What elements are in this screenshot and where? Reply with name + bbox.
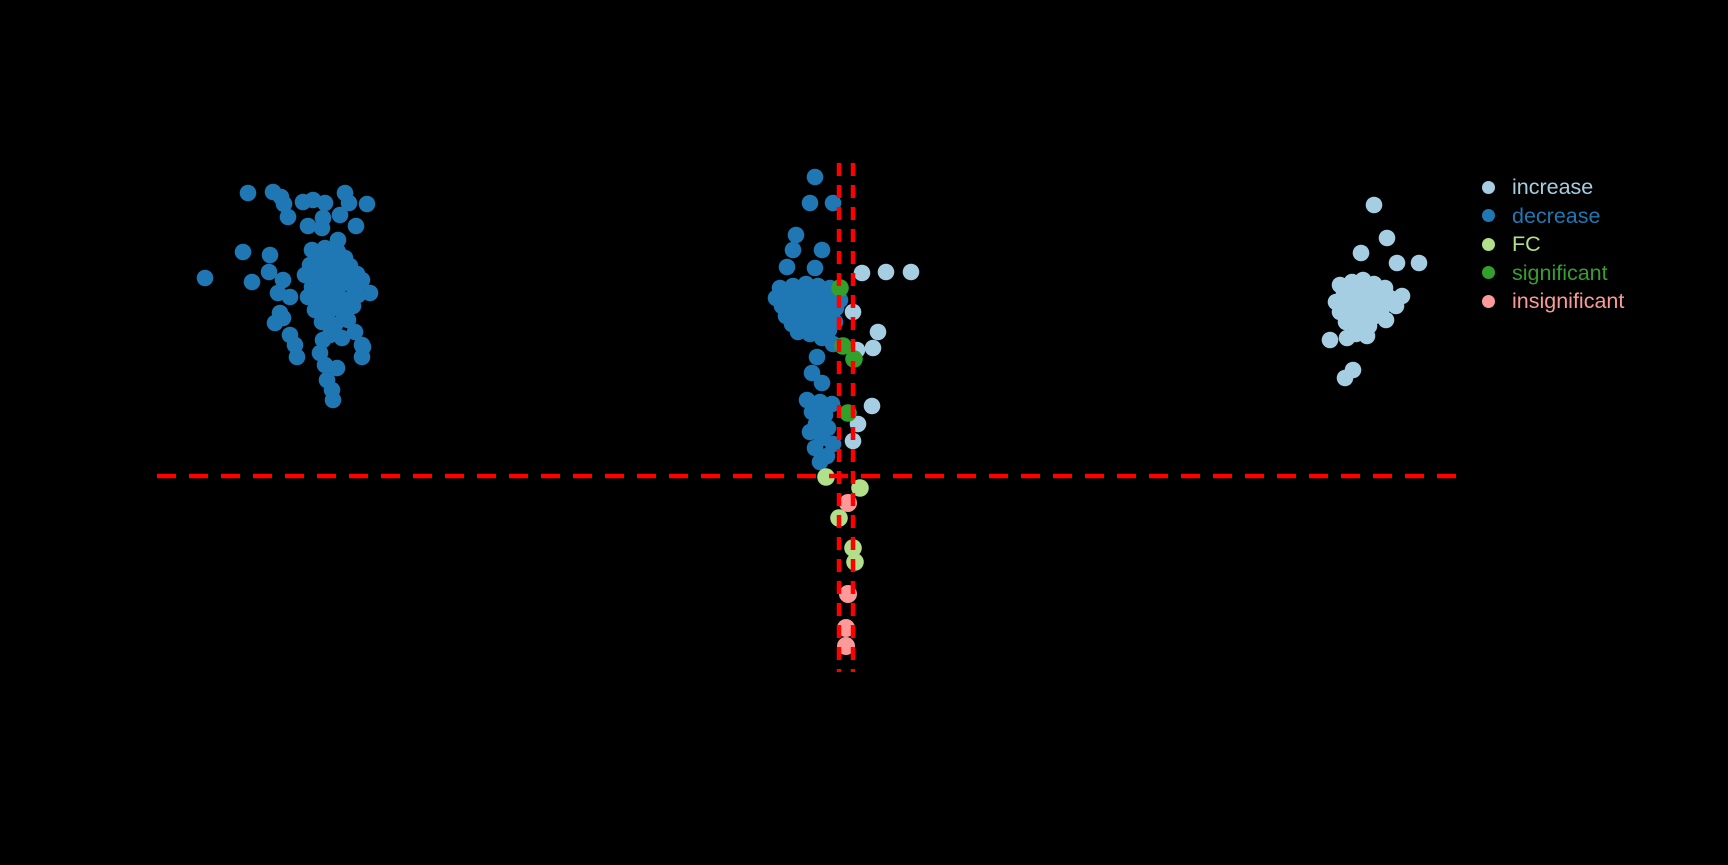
data-point-fc — [817, 468, 835, 486]
legend-swatch-icon — [1482, 237, 1495, 251]
data-point-decrease — [801, 194, 819, 212]
legend-item-significant: significant — [1482, 259, 1624, 288]
data-point-decrease — [813, 241, 831, 259]
data-point-decrease — [806, 259, 824, 277]
legend-item-insignificant: insignificant — [1482, 287, 1624, 316]
legend-swatch-icon — [1482, 294, 1495, 308]
data-point-decrease — [333, 329, 351, 347]
data-point-decrease — [274, 309, 292, 327]
data-point-decrease — [316, 194, 334, 212]
data-point-decrease — [275, 195, 293, 213]
data-point-decrease — [787, 226, 805, 244]
data-point-decrease — [288, 348, 306, 366]
data-point-increase — [1321, 331, 1339, 349]
data-point-increase — [869, 323, 887, 341]
data-point-decrease — [279, 208, 297, 226]
data-point-decrease — [196, 269, 214, 287]
data-point-decrease — [324, 391, 342, 409]
data-point-decrease — [281, 288, 299, 306]
data-point-decrease — [784, 241, 802, 259]
legend-label: FC — [1512, 232, 1541, 256]
data-point-decrease — [306, 301, 324, 319]
data-point-decrease — [260, 263, 278, 281]
data-point-decrease — [328, 359, 346, 377]
data-point-decrease — [778, 258, 796, 276]
data-point-increase — [844, 303, 862, 321]
data-point-decrease — [314, 331, 332, 349]
data-point-decrease — [331, 206, 349, 224]
legend-item-fc: FC — [1482, 230, 1624, 259]
data-point-decrease — [296, 266, 314, 284]
data-point-decrease — [261, 246, 279, 264]
data-point-decrease — [243, 273, 261, 291]
data-point-increase — [1365, 196, 1383, 214]
data-point-decrease — [346, 323, 364, 341]
data-point-insignificant — [837, 637, 855, 655]
data-point-increase — [863, 397, 881, 415]
data-point-decrease — [811, 453, 829, 471]
data-point-decrease — [329, 279, 347, 297]
legend-item-increase: increase — [1482, 173, 1624, 202]
data-point-decrease — [313, 313, 331, 331]
data-point-increase — [877, 263, 895, 281]
data-point-increase — [1358, 327, 1376, 345]
data-point-increase — [1336, 369, 1354, 387]
data-point-decrease — [806, 168, 824, 186]
data-point-decrease — [808, 348, 826, 366]
data-point-decrease — [813, 374, 831, 392]
data-point-decrease — [339, 311, 357, 329]
legend-swatch-icon — [1482, 209, 1495, 223]
data-point-decrease — [793, 318, 811, 336]
data-point-decrease — [344, 297, 362, 315]
data-point-decrease — [274, 271, 292, 289]
data-point-decrease — [299, 217, 317, 235]
data-point-significant — [845, 350, 863, 368]
data-point-decrease — [239, 184, 257, 202]
legend-label: increase — [1512, 175, 1594, 199]
data-point-increase — [1378, 229, 1396, 247]
data-point-decrease — [329, 231, 347, 249]
data-point-increase — [1352, 244, 1370, 262]
data-point-decrease — [361, 284, 379, 302]
data-point-fc — [851, 479, 869, 497]
data-point-decrease — [358, 195, 376, 213]
data-point-significant — [831, 279, 849, 297]
legend-label: insignificant — [1512, 289, 1625, 313]
data-point-increase — [1338, 329, 1356, 347]
data-point-increase — [1387, 297, 1405, 315]
legend-label: significant — [1512, 260, 1608, 285]
data-point-decrease — [234, 243, 252, 261]
data-point-insignificant — [837, 619, 855, 637]
data-point-increase — [853, 264, 871, 282]
legend-label: decrease — [1512, 203, 1601, 228]
data-point-increase — [1377, 311, 1395, 329]
data-point-increase — [1388, 254, 1406, 272]
data-point-decrease — [353, 348, 371, 366]
legend-swatch-icon — [1482, 180, 1495, 194]
data-point-decrease — [340, 194, 358, 212]
data-point-increase — [844, 432, 862, 450]
legend-item-decrease: decrease — [1482, 202, 1624, 231]
data-point-decrease — [806, 439, 824, 457]
data-point-decrease — [347, 217, 365, 235]
legend-swatch-icon — [1482, 266, 1495, 280]
data-point-decrease — [353, 271, 371, 289]
data-point-increase — [902, 263, 920, 281]
data-point-increase — [1410, 254, 1428, 272]
data-point-decrease — [313, 219, 331, 237]
data-point-increase — [864, 339, 882, 357]
